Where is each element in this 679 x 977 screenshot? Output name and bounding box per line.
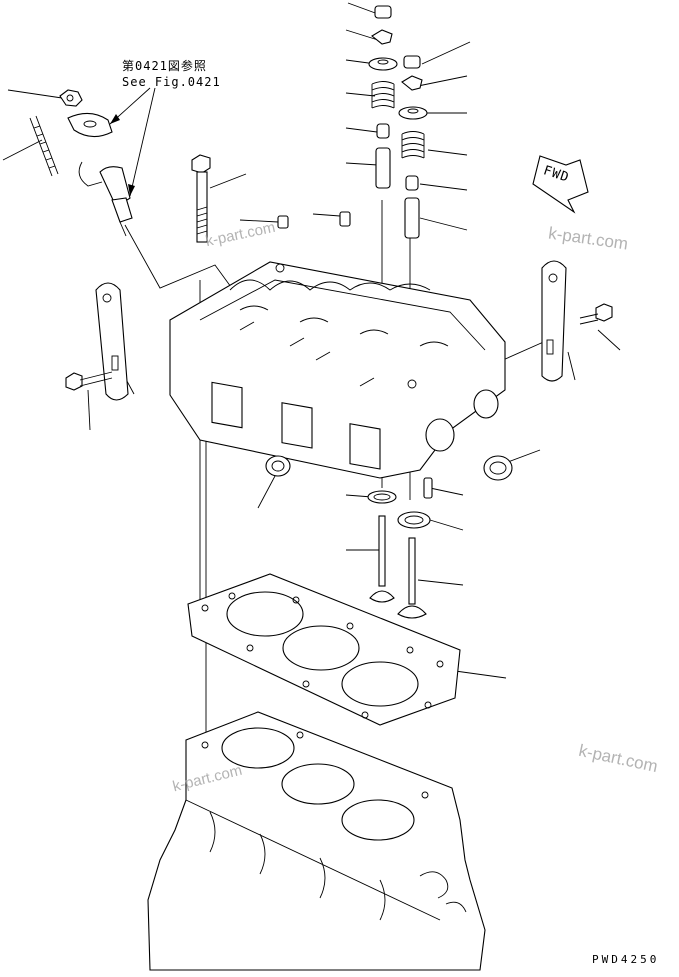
lifting-hook-left — [95, 282, 129, 401]
nut — [59, 89, 83, 107]
valve-spring-left — [371, 81, 395, 109]
head-bolt — [191, 154, 211, 243]
head-gasket — [187, 573, 461, 726]
stud-bolt — [29, 115, 59, 177]
fwd-arrow-icon — [532, 155, 589, 214]
valve-stem-seal-left — [376, 123, 390, 139]
plug-a — [277, 215, 289, 229]
seal-left — [265, 455, 291, 477]
see-figure-note: 第0421図参照 See Fig.0421 — [122, 58, 221, 90]
lifting-hook-bolt-right — [579, 303, 613, 325]
valve-seat-right — [397, 511, 431, 529]
figure-code: PWD4250 — [592, 953, 660, 966]
lifting-hook-bolt-left — [65, 371, 113, 391]
see-figure-note-jp: 第0421図参照 — [122, 59, 207, 73]
injector-clamp — [67, 112, 113, 138]
valve-spring-right — [401, 131, 425, 159]
plug-b — [339, 211, 351, 227]
dowel-pin — [423, 477, 433, 499]
valve-cotter-left — [371, 29, 393, 45]
valve-cotter-right — [401, 75, 423, 91]
valve-guide-right — [404, 197, 420, 239]
leader-lines — [2, 2, 621, 740]
valve-cap-left — [374, 5, 392, 19]
valve-seat-left — [367, 490, 397, 504]
cylinder-block — [147, 711, 486, 971]
lifting-hook-right — [541, 260, 567, 382]
see-figure-note-en: See Fig.0421 — [122, 75, 221, 89]
cylinder-head — [169, 261, 506, 479]
valve-stem-seal-right — [405, 175, 419, 191]
valve-cap-right — [403, 55, 421, 69]
spring-retainer-right — [398, 106, 428, 120]
exhaust-valve — [369, 515, 395, 603]
valve-guide-left — [375, 147, 391, 189]
seal-right — [483, 455, 513, 481]
spring-retainer-left — [368, 57, 398, 71]
fuel-injector — [78, 161, 133, 237]
intake-valve — [397, 537, 427, 619]
